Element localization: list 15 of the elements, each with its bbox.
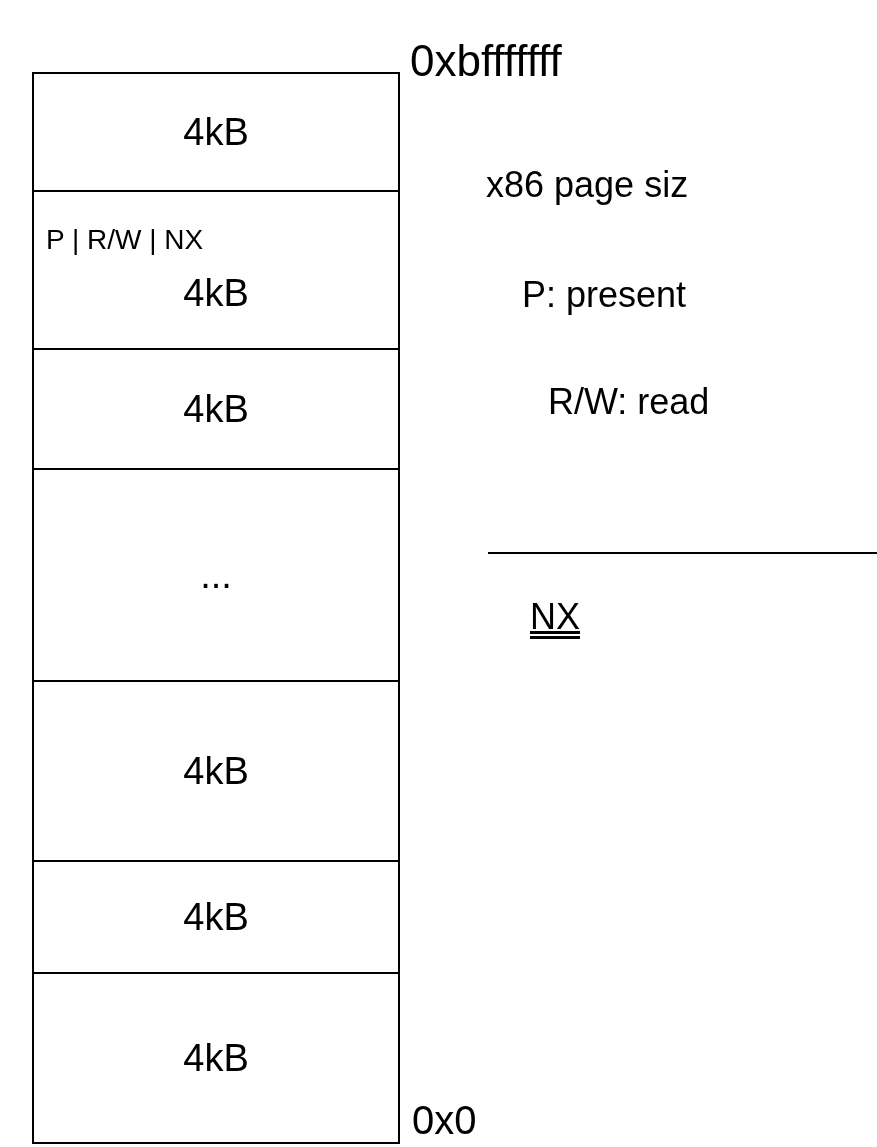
page-size-label: 4kB [183, 109, 249, 155]
note-text: R/W: read [548, 380, 710, 424]
note-text: x86 page siz [486, 163, 689, 207]
memory-column [32, 72, 400, 1144]
note-text: P: present [522, 273, 687, 317]
page-size-label: ... [200, 552, 232, 598]
page-size-label: 4kB [183, 270, 249, 316]
note-text: NX [530, 595, 580, 639]
page-size-label: 4kB [183, 894, 249, 940]
flag-bits-label: P | R/W | NX [45, 222, 204, 257]
page-size-label: 4kB [183, 1035, 249, 1081]
page-size-label: 4kB [183, 748, 249, 794]
address-label: 0xbfffffff [410, 35, 562, 87]
address-label: 0x0 [412, 1097, 477, 1144]
page-size-label: 4kB [183, 386, 249, 432]
